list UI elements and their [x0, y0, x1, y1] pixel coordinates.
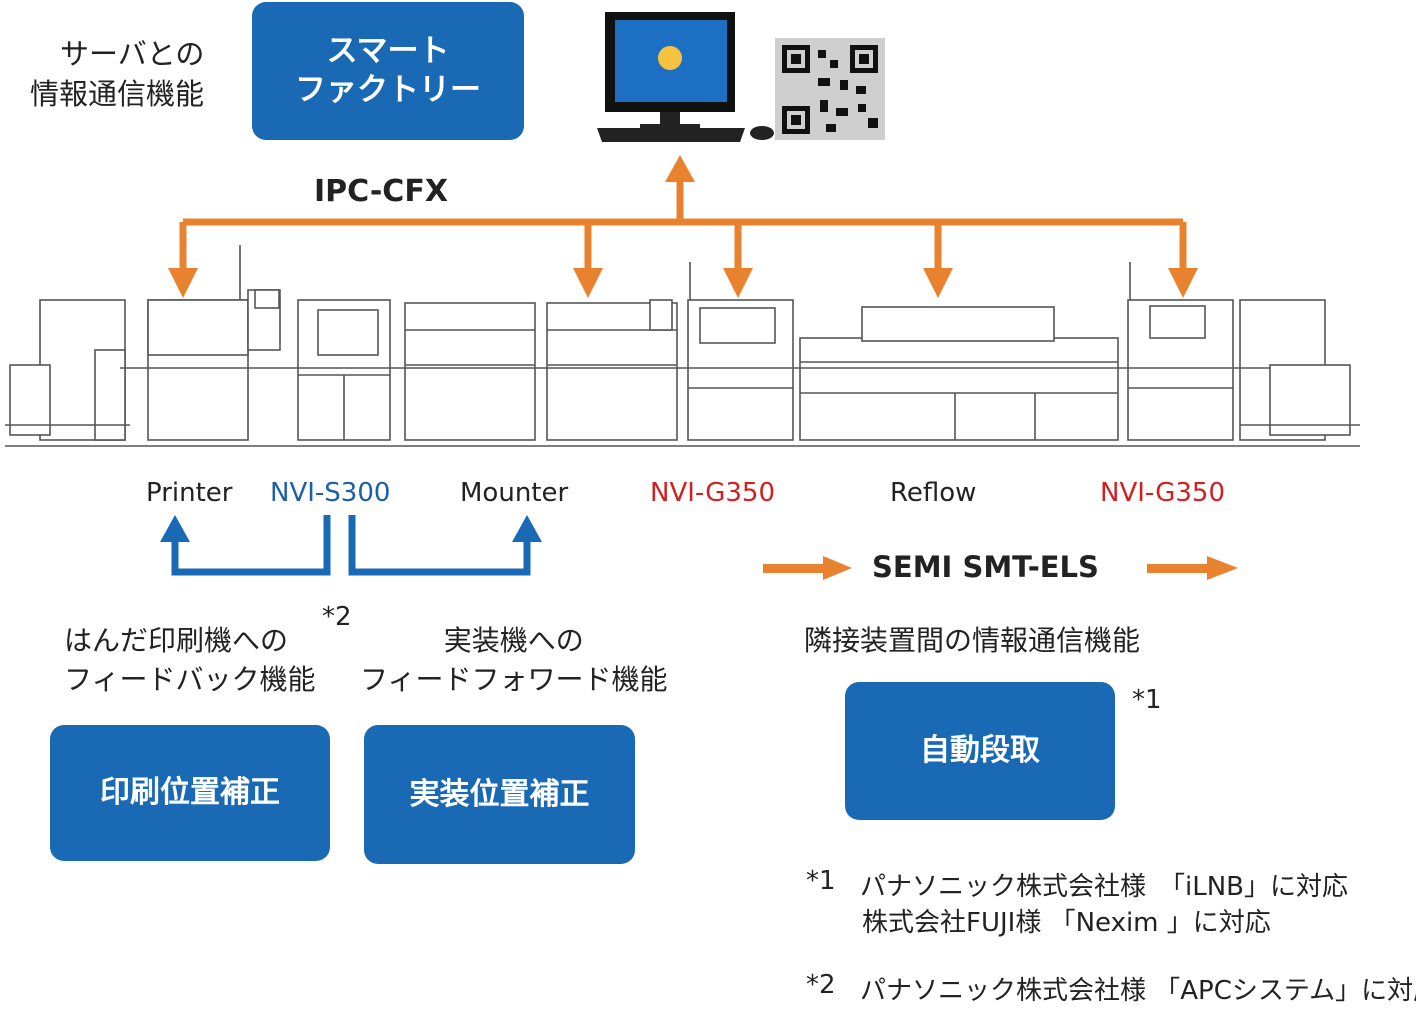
adjacent-note-mark: *1	[1132, 685, 1162, 715]
feedforward-arrowhead	[512, 515, 542, 542]
machine-label-printer: Printer	[146, 478, 233, 508]
mount-correction-box: 実装位置補正	[364, 725, 635, 864]
auto-setup-box: 自動段取	[845, 682, 1115, 820]
feedback-caption-line1: はんだ印刷機への	[64, 624, 289, 657]
feedback-note-mark: *2	[322, 602, 352, 632]
server-caption: サーバとの 情報通信機能	[30, 34, 204, 114]
ipc-cfx-label: IPC-CFX	[314, 174, 448, 209]
semi-arrows	[763, 556, 1238, 580]
footnote1-line1: パナソニック株式会社様 「iLNB」に対応	[860, 872, 1348, 902]
feedback-caption: はんだ印刷機への フィードバック機能	[64, 622, 315, 699]
machine-label-mounter: Mounter	[460, 478, 569, 508]
server-caption-line2: 情報通信機能	[30, 77, 205, 112]
feedforward-caption: 実装機への フィードフォワード機能	[360, 622, 667, 699]
server-caption-line1: サーバとの	[60, 37, 205, 71]
machine-label-reflow: Reflow	[890, 478, 977, 508]
footnote1-line2: 株式会社FUJI様 「Nexim 」に対応	[862, 908, 1271, 938]
ipc-cfx-bus	[179, 180, 1187, 270]
machine-label-nvi-g350-2: NVI-G350	[1100, 478, 1226, 508]
footnote2-mark: *2	[806, 970, 836, 1000]
smart-factory-line1: スマート	[326, 33, 450, 70]
smart-factory-box: スマート ファクトリー	[252, 2, 524, 140]
feedforward-caption-line2: フィードフォワード機能	[360, 662, 668, 696]
print-correction-box: 印刷位置補正	[50, 725, 330, 861]
qr-code-icon	[775, 38, 885, 140]
smart-factory-line2: ファクトリー	[295, 72, 481, 108]
machine-label-nvi-s300: NVI-S300	[270, 478, 391, 508]
footnote2-line1: パナソニック株式会社様 「APCシステム」に対応	[860, 976, 1416, 1006]
ipc-cfx-arrowheads	[168, 155, 1198, 298]
semi-smt-els-label: SEMI SMT-ELS	[872, 550, 1099, 584]
feedforward-arrow	[348, 515, 531, 576]
footnote1-mark: *1	[806, 866, 836, 896]
feedforward-caption-line1: 実装機への	[443, 624, 584, 657]
feedback-arrowhead	[160, 515, 190, 542]
feedback-arrow	[171, 515, 331, 576]
adjacent-caption: 隣接装置間の情報通信機能	[804, 624, 1141, 657]
feedback-caption-line2: フィードバック機能	[64, 662, 316, 696]
smt-line-machines	[5, 245, 1360, 447]
computer-monitor-icon	[597, 12, 774, 142]
machine-label-nvi-g350: NVI-G350	[650, 478, 776, 508]
